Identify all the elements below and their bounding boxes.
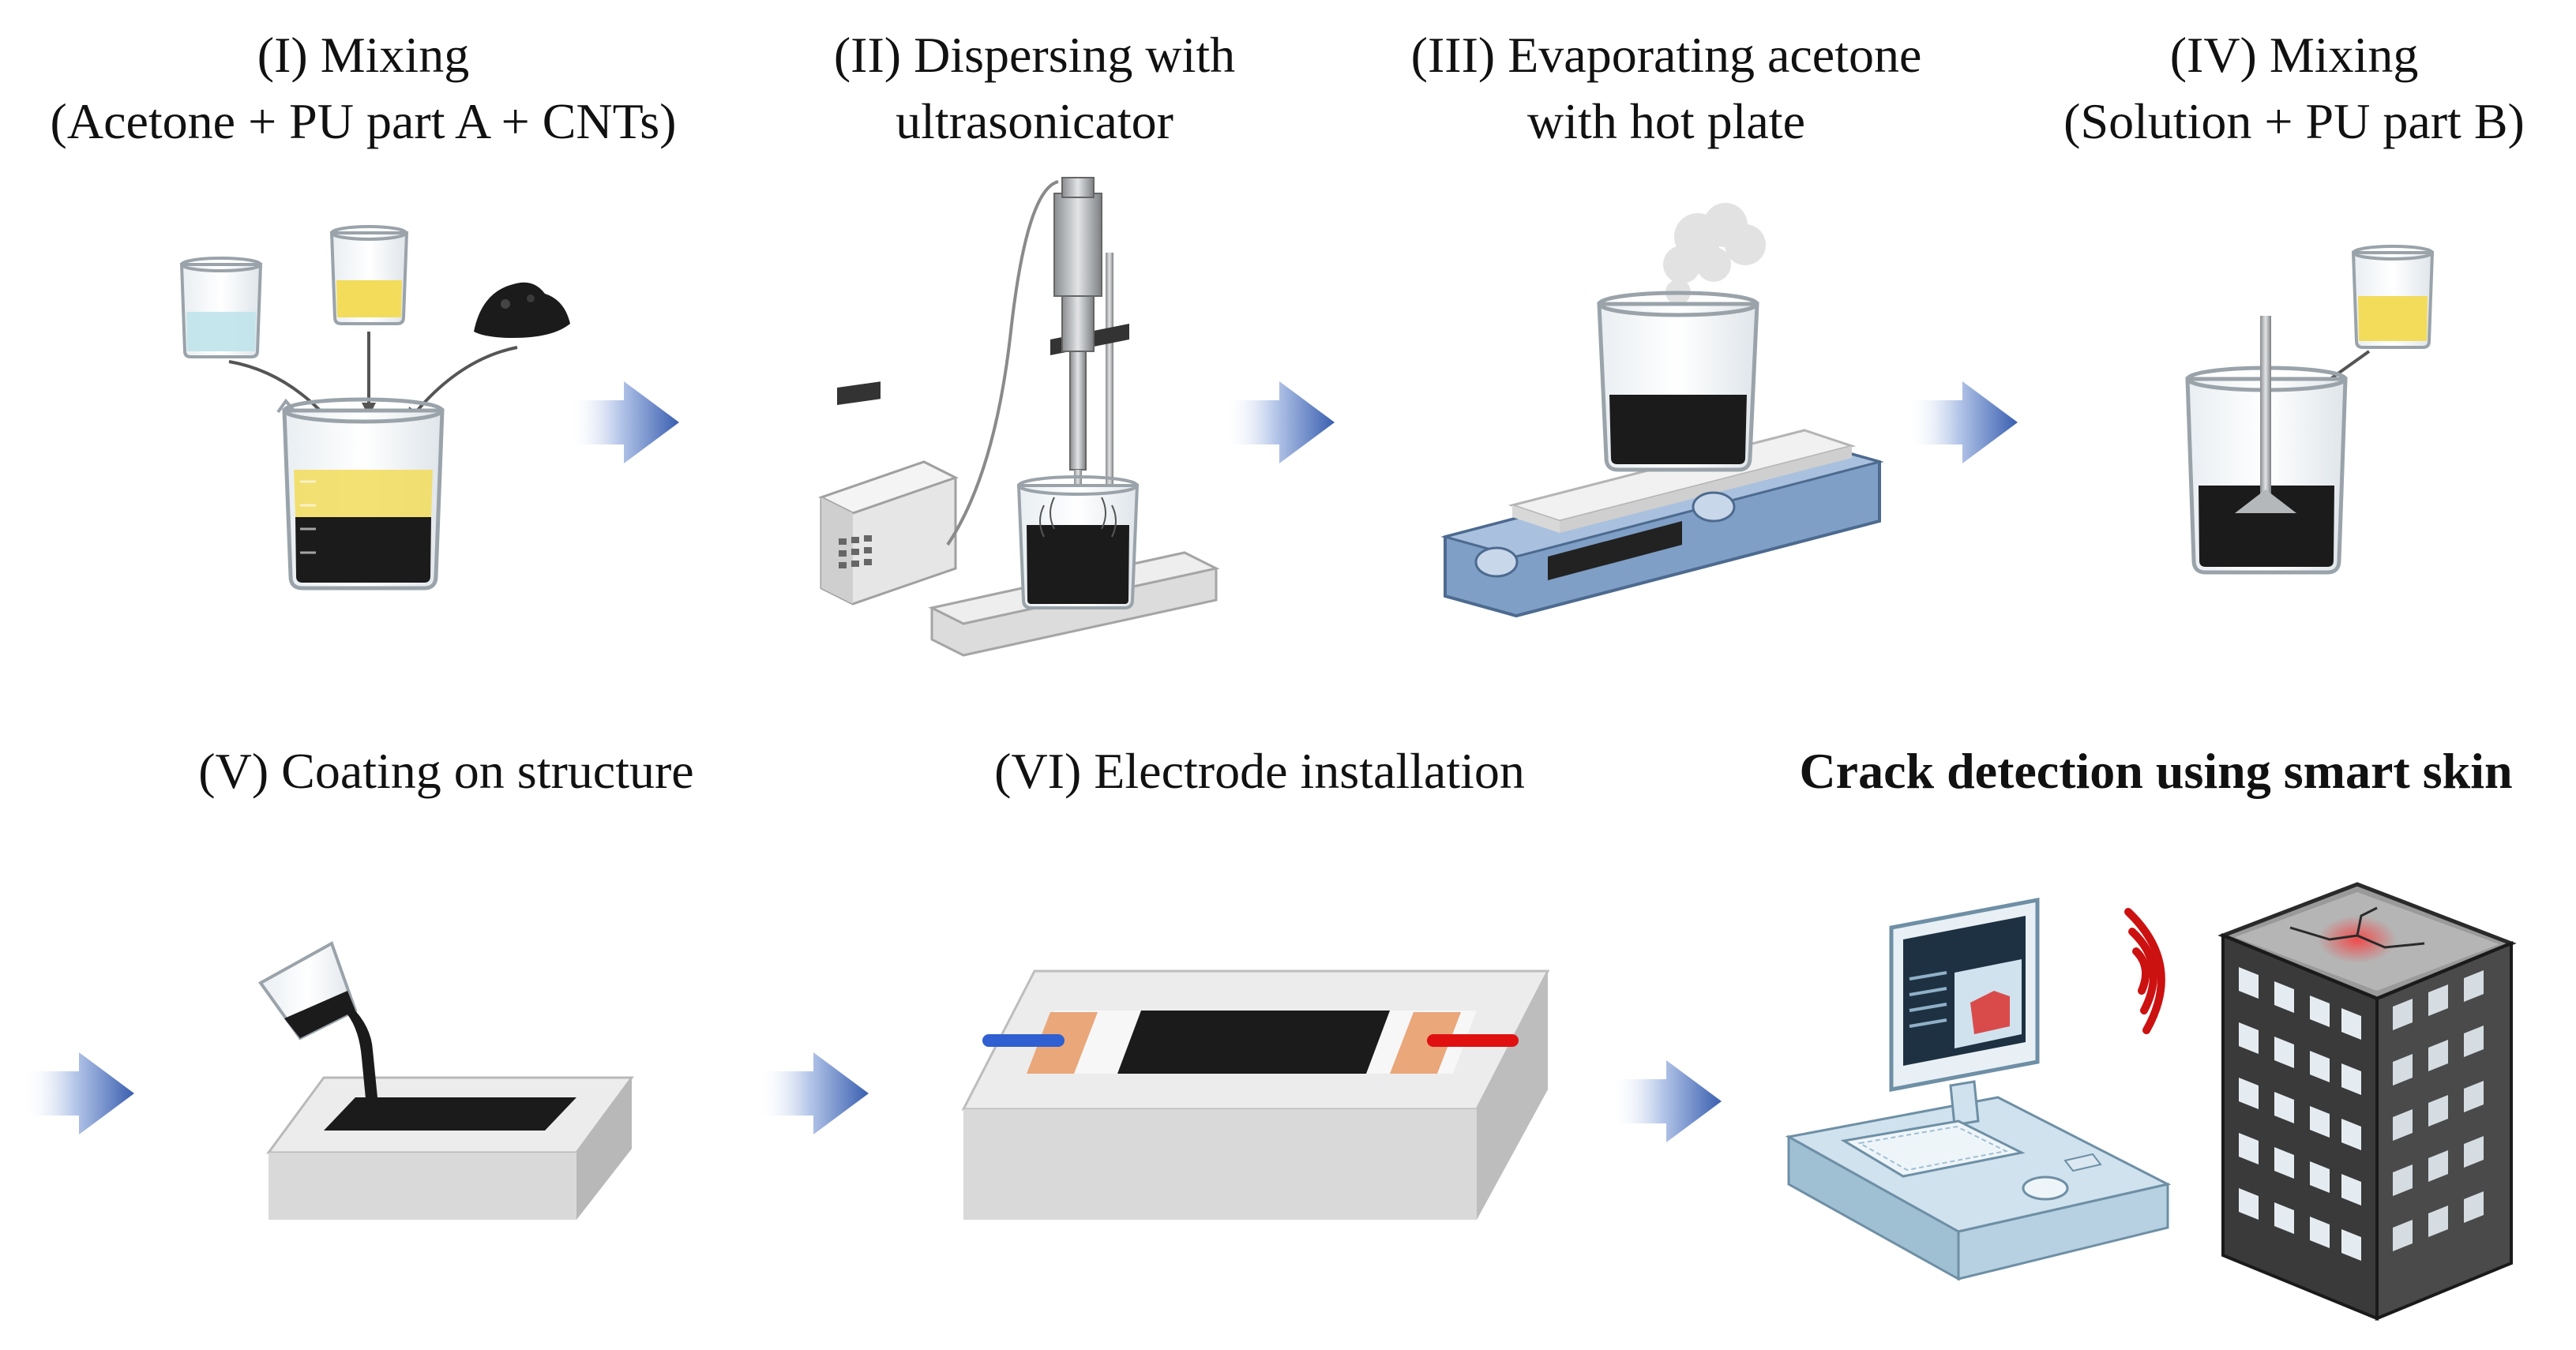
steam-icon <box>1663 203 1766 305</box>
computer-icon <box>1785 897 2172 1281</box>
step-4-subtitle: (Solution + PU part B) <box>2063 93 2525 149</box>
step-7-title: Crack detection using smart skin <box>1799 743 2513 799</box>
arrow-5-6 <box>758 1052 869 1134</box>
arrow-4-5 <box>24 1052 134 1134</box>
beaker-mixture-icon <box>276 397 445 591</box>
ultrasonicator-horn-icon <box>1053 177 1102 564</box>
coating-strip <box>1031 1011 1477 1074</box>
step-1-subtitle: (Acetone + PU part A + CNTs) <box>50 93 677 149</box>
beaker-pu-a-icon <box>329 225 409 325</box>
arrow-2-3 <box>1224 381 1335 463</box>
step-6-title: (VI) Electrode installation <box>994 743 1525 799</box>
step-4-title: (IV) Mixing <box>2169 27 2419 83</box>
step-1-caption: (I) Mixing (Acetone + PU part A + CNTs) <box>16 22 711 155</box>
step-6-illustration <box>961 969 1550 1220</box>
step-1-illustration <box>179 225 570 591</box>
beaker-acetone-icon <box>179 257 263 358</box>
pouring-cup-icon <box>258 941 379 1115</box>
step-2-illustration <box>818 177 1220 657</box>
step-4-illustration <box>2185 245 2435 575</box>
stirring-rod-icon <box>2235 316 2296 513</box>
hot-plate-icon <box>1440 429 1884 618</box>
step-4-caption: (IV) Mixing (Solution + PU part B) <box>2022 22 2567 155</box>
step-1-title: (I) Mixing <box>257 27 470 83</box>
step-3-illustration <box>1440 203 1884 618</box>
building-icon <box>2217 882 2517 1321</box>
arrow-6-7 <box>1611 1060 1722 1142</box>
beaker-evaporation-icon <box>1597 291 1759 472</box>
cnt-powder-icon <box>474 282 570 338</box>
step-5-illustration <box>258 941 634 1220</box>
step-5-title: (V) Coating on structure <box>198 743 694 799</box>
electrode-right-icon <box>1390 1012 1461 1074</box>
step-7-illustration <box>1785 882 2517 1321</box>
beaker-pu-b-icon <box>2351 245 2435 349</box>
step-2-caption: (II) Dispersing with ultrasonicator <box>758 22 1311 155</box>
step-2-subtitle: ultrasonicator <box>896 93 1173 149</box>
step-3-subtitle: with hot plate <box>1527 93 1805 149</box>
step-2-title: (II) Dispersing with <box>833 27 1236 83</box>
structure-block-icon <box>266 1076 634 1220</box>
step-5-caption: (V) Coating on structure <box>126 738 766 804</box>
step-3-caption: (III) Evaporating acetone with hot plate <box>1342 22 1990 155</box>
arrow-3-4 <box>1907 381 2018 463</box>
step-7-caption: Crack detection using smart skin <box>1745 738 2567 804</box>
ultrasonicator-controller-icon <box>818 381 959 606</box>
step-3-title: (III) Evaporating acetone <box>1410 27 1922 83</box>
beaker-dispersion-icon <box>1016 475 1140 609</box>
step-6-caption: (VI) Electrode installation <box>932 738 1587 804</box>
wireless-signal-icon <box>2124 908 2165 1034</box>
arrow-1-2 <box>569 381 679 463</box>
